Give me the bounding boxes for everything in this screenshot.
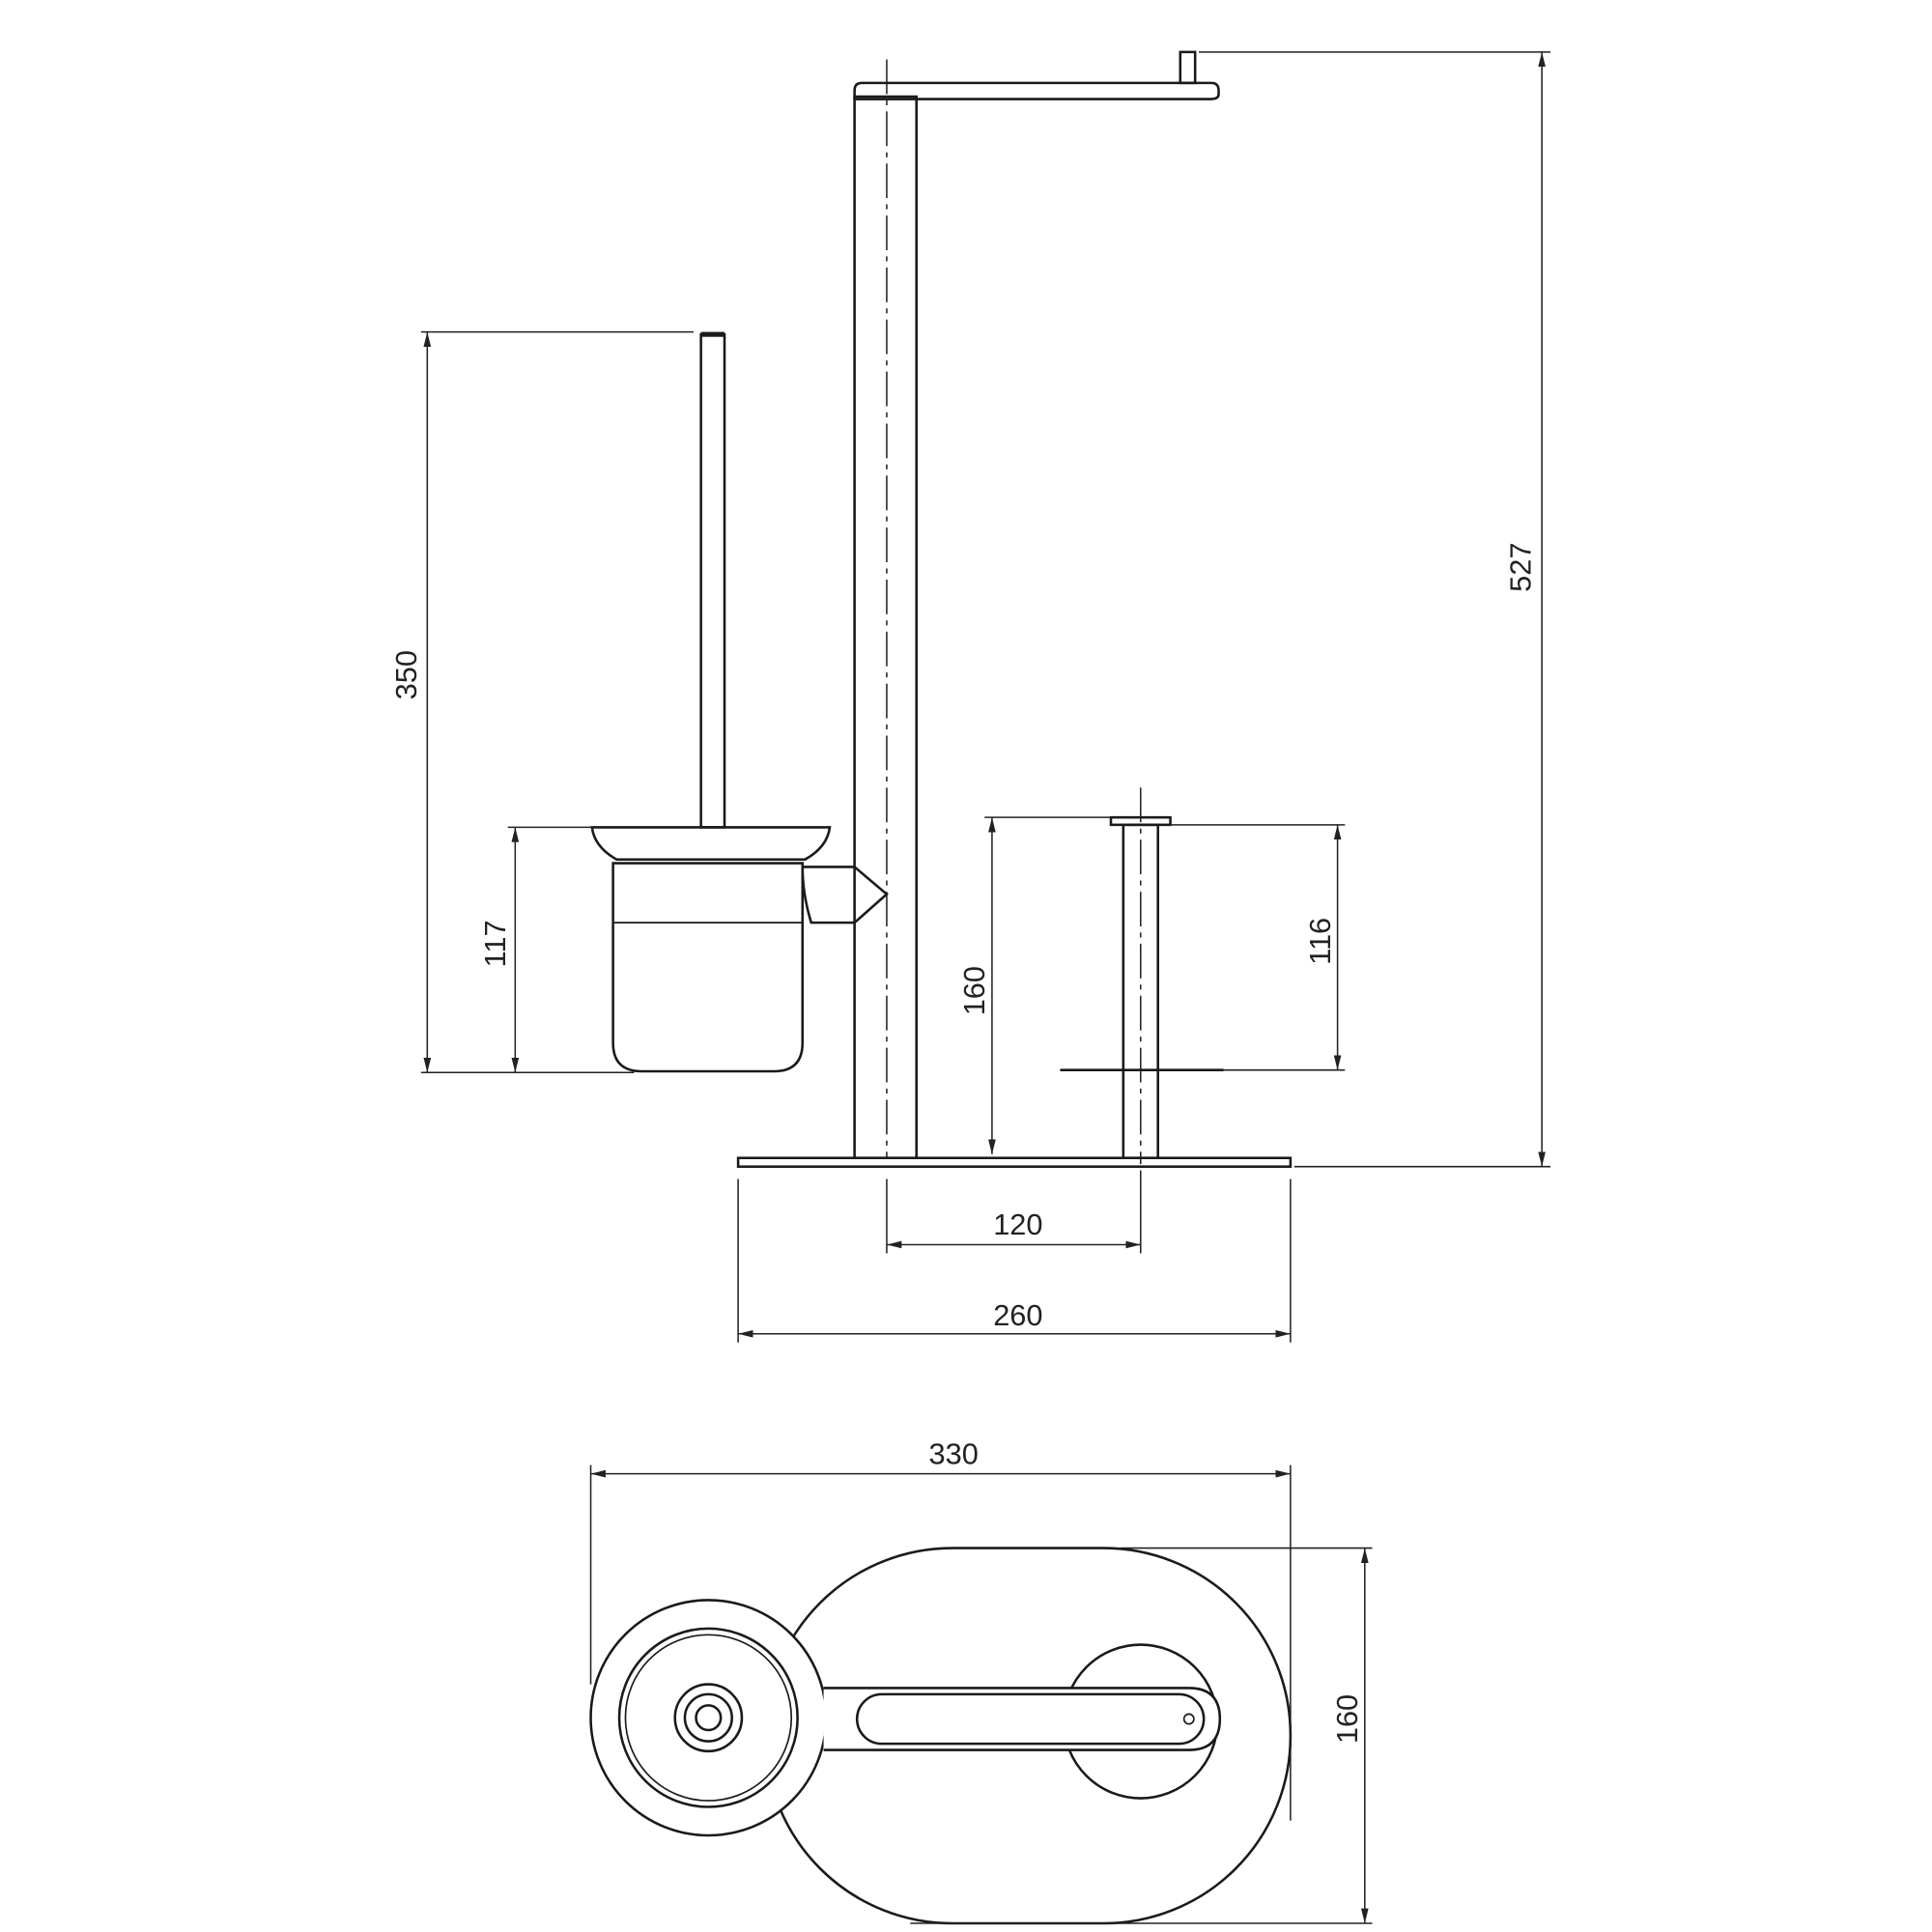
dimension-label: 160 (957, 966, 991, 1015)
dimension-label: 350 (389, 650, 423, 699)
dimension-527: 527 (1199, 51, 1551, 1168)
dimension-label: 120 (993, 1208, 1042, 1241)
dimension-120: 120 (886, 1170, 1142, 1254)
base-plate (736, 1156, 1293, 1168)
dimension-label: 160 (1330, 1694, 1364, 1744)
top-view: 330 160 (589, 1436, 1373, 1925)
dimension-116: 116 (1170, 824, 1346, 1071)
dimension-160-top: 160 (910, 1547, 1373, 1924)
front-view: 527 350 117 160 116 (389, 50, 1551, 1343)
dimension-350: 350 (389, 330, 694, 1074)
dimension-160-front: 160 (957, 816, 1111, 1154)
dimension-117: 117 (478, 826, 592, 1073)
dimension-330: 330 (589, 1436, 1292, 1821)
dimension-260: 260 (737, 1179, 1292, 1343)
dimension-label: 117 (478, 920, 512, 967)
dimension-label: 527 (1504, 543, 1538, 592)
main-post (853, 59, 919, 1159)
dimension-label: 330 (929, 1436, 979, 1470)
paper-holder-arm (853, 50, 1220, 100)
spare-roll-holder (1060, 787, 1224, 1165)
brush-holder-top (589, 1599, 828, 1837)
dimension-label: 116 (1303, 918, 1337, 965)
dimension-label: 260 (993, 1298, 1042, 1332)
toilet-brush (590, 331, 889, 1073)
paper-arm-top (823, 1687, 1222, 1751)
